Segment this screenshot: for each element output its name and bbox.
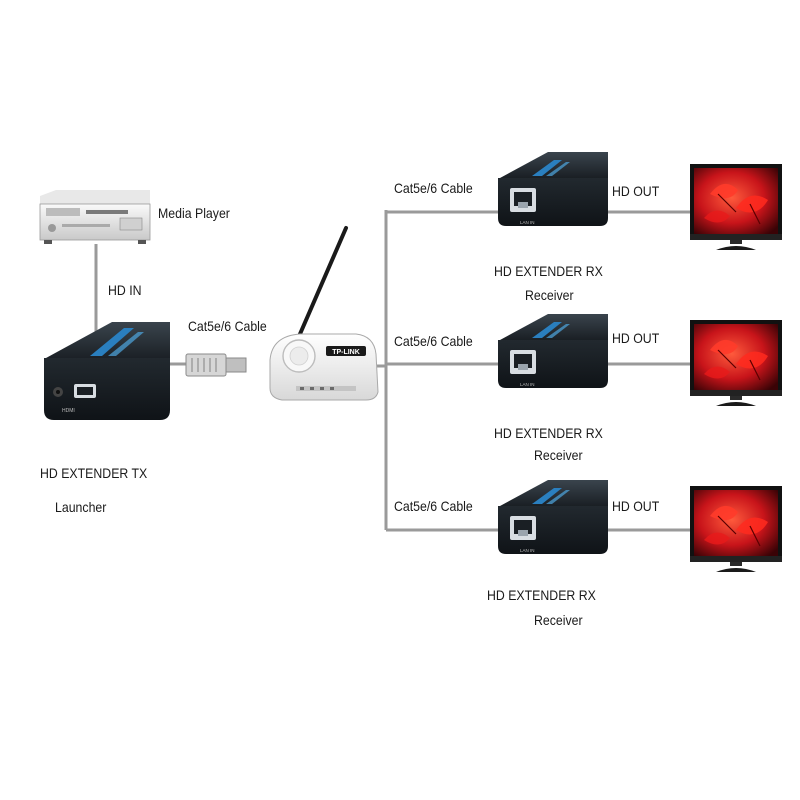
- rj45-connector-icon: [185, 353, 247, 377]
- rx-port-label-3: LAN IN: [520, 548, 535, 553]
- hd-out-label-3: HD OUT: [612, 498, 660, 514]
- media-player-label: Media Player: [158, 205, 230, 221]
- media-player-icon: [39, 190, 151, 244]
- tx-title-label: HD EXTENDER TX: [40, 465, 148, 481]
- hd-extender-rx-icon-3: LAN IN: [498, 480, 608, 554]
- router-brand-label: TP-LINK: [332, 349, 360, 356]
- hd-out-label-2: HD OUT: [612, 330, 660, 346]
- hd-extender-rx-icon-2: LAN IN: [498, 314, 608, 388]
- cables: [94, 210, 690, 532]
- tv-icon-1: [689, 163, 783, 251]
- tx-port-label: HDMI: [62, 408, 75, 414]
- cable-rx2-label: Cat5e/6 Cable: [394, 333, 473, 349]
- rx-port-label-2: LAN IN: [520, 382, 535, 387]
- rx2-title-label: HD EXTENDER RX: [494, 425, 603, 441]
- hd-extender-rx-icon-1: LAN IN: [498, 152, 608, 226]
- rx1-sub-label: Receiver: [525, 287, 574, 303]
- cable-tx-label: Cat5e/6 Cable: [188, 318, 267, 334]
- cable-rx3-label: Cat5e/6 Cable: [394, 498, 473, 514]
- cable-rx1-label: Cat5e/6 Cable: [394, 180, 473, 196]
- rx-port-label-1: LAN IN: [520, 220, 535, 225]
- hd-extender-tx-icon: HDMI: [44, 322, 170, 420]
- tv-icon-2: [689, 319, 783, 407]
- hd-out-label-1: HD OUT: [612, 183, 660, 199]
- tv-icon-3: [689, 485, 783, 573]
- router-icon: TP-LINK: [269, 226, 379, 401]
- rx1-title-label: HD EXTENDER RX: [494, 263, 603, 279]
- rx2-sub-label: Receiver: [534, 447, 583, 463]
- rx3-sub-label: Receiver: [534, 612, 583, 628]
- hd-in-label: HD IN: [108, 282, 142, 298]
- rx3-title-label: HD EXTENDER RX: [487, 587, 596, 603]
- tx-sub-label: Launcher: [55, 499, 107, 515]
